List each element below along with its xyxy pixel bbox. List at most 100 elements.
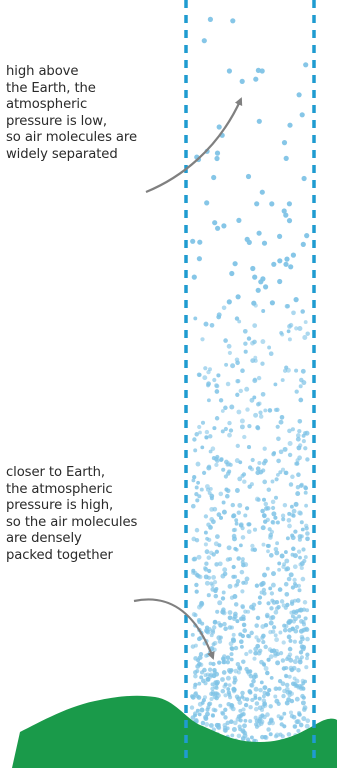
air-molecule bbox=[257, 696, 262, 701]
air-molecule bbox=[204, 435, 209, 440]
air-molecule bbox=[261, 633, 266, 639]
air-molecule bbox=[289, 504, 294, 509]
air-molecule bbox=[230, 502, 236, 508]
air-molecule bbox=[215, 225, 221, 231]
air-molecule bbox=[259, 680, 264, 685]
air-molecule bbox=[228, 428, 234, 433]
air-molecule bbox=[299, 686, 304, 691]
air-molecule bbox=[262, 591, 267, 596]
air-molecule bbox=[263, 644, 268, 650]
air-molecule bbox=[214, 685, 219, 691]
air-molecule bbox=[194, 527, 200, 533]
air-molecule bbox=[257, 718, 262, 724]
air-molecule bbox=[276, 714, 281, 719]
air-molecule bbox=[211, 174, 217, 181]
air-molecule bbox=[203, 366, 208, 371]
air-molecule bbox=[273, 633, 278, 638]
air-molecule bbox=[193, 448, 198, 453]
air-molecule bbox=[288, 638, 293, 643]
air-molecule bbox=[206, 575, 212, 580]
air-molecule bbox=[221, 610, 227, 616]
air-molecule bbox=[298, 640, 303, 645]
air-molecule bbox=[250, 543, 255, 549]
air-molecule bbox=[226, 687, 231, 691]
air-molecule bbox=[298, 384, 303, 389]
air-molecule bbox=[253, 358, 258, 363]
air-molecule bbox=[262, 572, 267, 578]
air-molecule bbox=[215, 458, 220, 463]
air-molecule bbox=[234, 316, 240, 321]
air-molecule bbox=[268, 351, 274, 357]
air-molecule bbox=[254, 623, 259, 628]
air-molecule bbox=[248, 649, 253, 654]
air-molecule bbox=[289, 599, 295, 604]
air-molecule bbox=[295, 485, 301, 490]
air-molecule bbox=[254, 701, 260, 706]
air-molecule bbox=[230, 706, 236, 712]
air-molecule bbox=[231, 616, 237, 622]
air-molecule bbox=[223, 338, 228, 343]
air-molecule bbox=[283, 581, 289, 587]
air-molecule bbox=[260, 525, 266, 531]
air-molecule bbox=[275, 660, 281, 666]
air-molecule bbox=[220, 677, 225, 682]
air-molecule bbox=[245, 697, 250, 702]
air-molecule bbox=[205, 487, 211, 492]
air-molecule bbox=[252, 527, 258, 532]
air-molecule bbox=[260, 391, 266, 397]
air-molecule bbox=[213, 619, 218, 624]
air-molecule bbox=[267, 647, 273, 652]
air-molecule bbox=[221, 670, 227, 675]
air-molecule bbox=[239, 569, 245, 575]
air-molecule bbox=[269, 606, 274, 611]
air-molecule bbox=[267, 408, 273, 413]
air-molecule bbox=[252, 656, 257, 661]
air-molecule bbox=[237, 319, 242, 324]
air-molecule bbox=[192, 437, 197, 442]
air-molecule bbox=[238, 522, 244, 527]
air-molecule bbox=[243, 718, 248, 723]
air-molecule bbox=[269, 591, 275, 596]
air-molecule bbox=[200, 420, 206, 425]
air-molecule bbox=[279, 651, 284, 656]
air-molecule bbox=[294, 696, 300, 702]
air-molecule bbox=[240, 368, 245, 374]
air-molecule bbox=[303, 616, 308, 621]
air-molecule bbox=[287, 511, 292, 516]
air-molecule bbox=[255, 470, 261, 476]
air-molecule bbox=[269, 676, 274, 680]
air-molecule bbox=[251, 674, 257, 680]
air-molecule bbox=[197, 655, 203, 660]
air-molecule bbox=[198, 662, 204, 668]
air-molecule bbox=[291, 714, 297, 720]
air-molecule bbox=[246, 522, 251, 527]
air-molecule bbox=[277, 587, 283, 592]
air-molecule bbox=[240, 589, 245, 594]
air-molecule bbox=[251, 300, 257, 306]
air-molecule bbox=[200, 445, 205, 450]
air-molecule bbox=[197, 681, 202, 686]
air-molecule bbox=[209, 322, 215, 328]
air-molecule bbox=[295, 436, 301, 442]
air-molecule bbox=[298, 397, 304, 403]
air-molecule bbox=[237, 476, 243, 482]
air-molecule bbox=[218, 398, 224, 403]
air-molecule bbox=[240, 605, 245, 610]
air-molecule bbox=[211, 625, 217, 630]
air-molecule bbox=[287, 652, 293, 657]
air-molecule bbox=[227, 692, 232, 697]
air-molecule bbox=[212, 579, 218, 585]
air-molecule bbox=[210, 446, 216, 451]
air-molecule bbox=[294, 719, 300, 725]
annotation-line: widely separated bbox=[6, 146, 118, 162]
air-molecule bbox=[301, 380, 307, 386]
air-molecule bbox=[234, 547, 239, 552]
air-molecule bbox=[279, 599, 285, 604]
air-molecule bbox=[300, 241, 306, 247]
air-molecule bbox=[199, 707, 205, 713]
air-molecule bbox=[304, 503, 309, 508]
air-molecule bbox=[295, 683, 299, 688]
air-molecule bbox=[303, 490, 308, 495]
high-pressure-annotation: closer to Earth, the atmospheric pressur… bbox=[6, 465, 137, 564]
air-molecule bbox=[291, 513, 296, 518]
